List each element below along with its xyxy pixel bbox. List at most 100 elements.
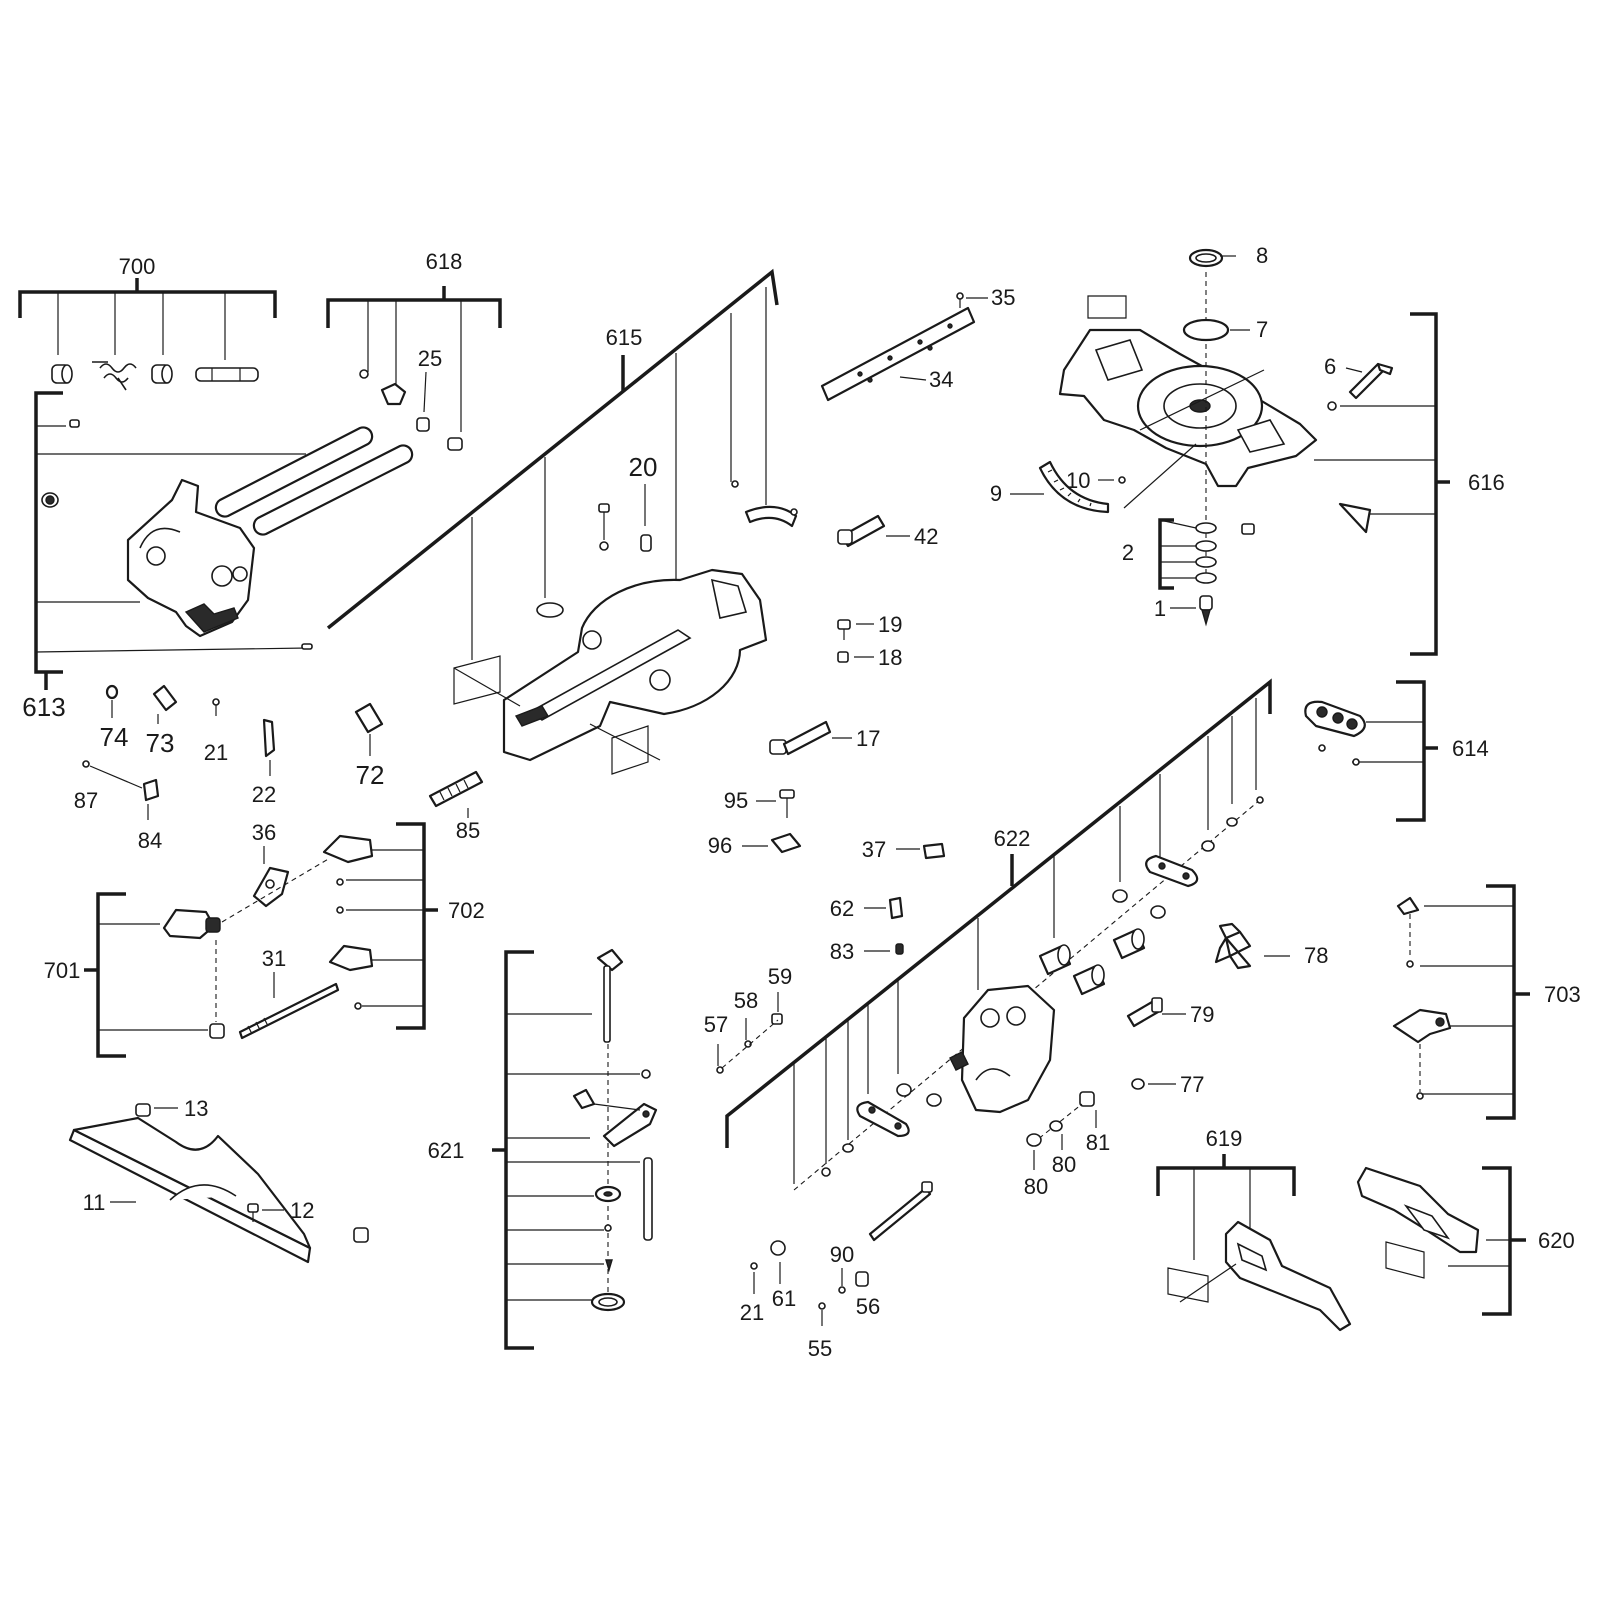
link-plate-icon	[1145, 854, 1199, 888]
washer-icon	[336, 878, 344, 886]
fence-icon	[68, 1116, 312, 1264]
callout-80: 80	[1052, 1152, 1076, 1177]
callout-703: 703	[1544, 982, 1581, 1007]
bolt-icon	[1126, 997, 1163, 1028]
bushing-icon	[51, 364, 73, 384]
pivot-bolt-icon	[1199, 595, 1213, 627]
nut-icon	[1079, 1091, 1095, 1107]
screw-icon	[447, 437, 463, 451]
callout-83: 83	[830, 939, 854, 964]
group-620	[1356, 1166, 1526, 1316]
clip-icon	[262, 718, 276, 758]
callout-21: 21	[204, 740, 228, 765]
callout-72: 72	[356, 760, 385, 790]
washer-icon	[926, 1093, 942, 1107]
washer-stack-icon	[1195, 522, 1217, 584]
callout-18: 18	[878, 645, 902, 670]
callout-59: 59	[768, 964, 792, 989]
washer-icon	[1026, 1133, 1042, 1147]
washer-icon	[896, 1083, 912, 1097]
screw-icon	[956, 292, 964, 308]
sub-fence-icon	[1224, 1220, 1352, 1332]
pin-icon	[922, 842, 946, 860]
bracket-icon	[142, 778, 160, 802]
clip-icon	[1396, 896, 1420, 916]
callout-62: 62	[830, 896, 854, 921]
screw-icon	[1256, 796, 1264, 804]
handle-latch-icon	[162, 908, 221, 940]
callout-85: 85	[456, 818, 480, 843]
miter-scale-icon	[1038, 460, 1110, 514]
callout-613: 613	[22, 692, 65, 722]
group-702	[322, 822, 438, 1030]
latch-plate-icon	[328, 944, 374, 972]
pin-icon	[640, 534, 652, 552]
callout-37: 37	[862, 837, 886, 862]
callout-61: 61	[772, 1286, 796, 1311]
screw-icon	[82, 760, 90, 768]
lock-arm-icon	[602, 1102, 658, 1148]
knob-icon	[1214, 922, 1252, 970]
miter-base-icon	[502, 568, 768, 762]
group-701	[84, 892, 225, 1058]
callout-13: 13	[184, 1096, 208, 1121]
washer-icon	[1049, 1120, 1063, 1132]
screw-icon	[1318, 744, 1326, 752]
callout-20: 20	[629, 452, 658, 482]
pin-icon	[643, 1157, 653, 1241]
pointer-icon	[1338, 502, 1372, 534]
set-screw-icon	[895, 943, 904, 955]
label-plate-icon	[1167, 1267, 1209, 1303]
callout-35: 35	[991, 285, 1015, 310]
callout-2: 2	[1122, 540, 1134, 565]
callout-78: 78	[1304, 943, 1328, 968]
group-613	[34, 391, 414, 690]
callout-614: 614	[1452, 736, 1489, 761]
callout-57: 57	[704, 1012, 728, 1037]
callout-9: 9	[990, 481, 1002, 506]
callout-21: 21	[740, 1300, 764, 1325]
scale-strip-icon	[731, 480, 798, 528]
bushing-icon	[209, 1023, 225, 1039]
callout-74: 74	[100, 722, 129, 752]
washer-icon	[842, 1143, 854, 1153]
bolt-icon	[598, 503, 610, 551]
knob-icon	[572, 1088, 596, 1110]
callout-77: 77	[1180, 1072, 1204, 1097]
callout-700: 700	[119, 254, 156, 279]
callout-11: 11	[83, 1190, 106, 1215]
roller-icon	[1112, 928, 1146, 960]
bolt-icon	[769, 720, 832, 756]
callout-19: 19	[878, 612, 902, 637]
label-plate-icon	[1087, 295, 1127, 319]
callout-25: 25	[418, 346, 442, 371]
latch-plate-icon	[322, 834, 374, 864]
group-618	[326, 286, 502, 451]
torsion-spring-icon	[92, 361, 137, 391]
callout-702: 702	[448, 898, 485, 923]
callout-73: 73	[146, 728, 175, 758]
bearing-block-icon	[380, 382, 407, 406]
nut-icon	[416, 417, 430, 432]
callout-58: 58	[734, 988, 758, 1013]
roller-icon	[1072, 964, 1106, 996]
group-616	[1058, 248, 1450, 656]
rod-icon	[238, 982, 340, 1040]
roller-icon	[1038, 944, 1072, 976]
callout-79: 79	[1190, 1002, 1214, 1027]
screw-icon	[1416, 1092, 1424, 1100]
lock-rod-icon	[596, 948, 624, 1043]
nut-icon	[771, 1013, 783, 1025]
callout-42: 42	[914, 524, 938, 549]
shaft-icon	[195, 367, 259, 382]
bushing-icon	[770, 1240, 786, 1256]
callout-616: 616	[1468, 470, 1505, 495]
callout-701: 701	[44, 958, 81, 983]
compression-spring-icon	[428, 770, 484, 808]
callout-87: 87	[74, 788, 98, 813]
screw-icon	[354, 1002, 362, 1010]
pin-icon	[69, 419, 80, 428]
lever-icon	[252, 866, 290, 908]
nut-icon	[1241, 523, 1255, 535]
